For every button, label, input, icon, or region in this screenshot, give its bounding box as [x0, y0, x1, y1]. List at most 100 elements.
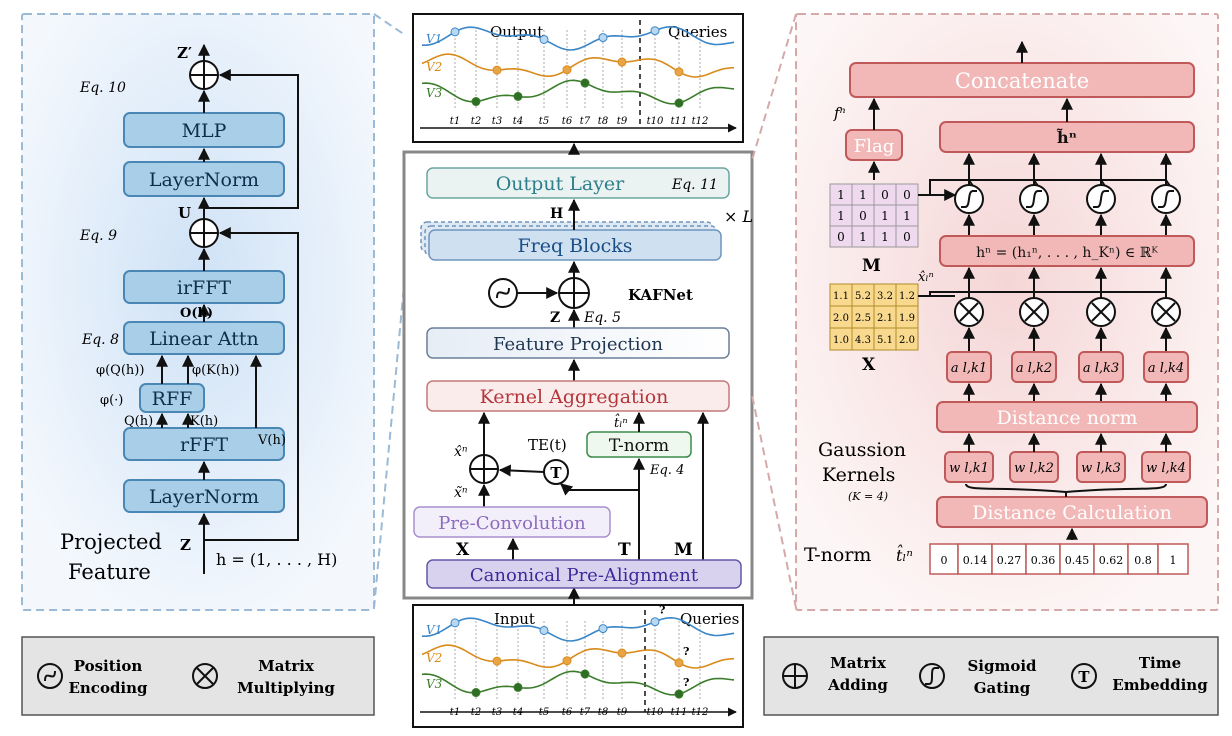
mask-value: 1: [837, 209, 845, 223]
svg-text:Freq Blocks: Freq Blocks: [517, 235, 632, 257]
a-weight-label: a l,k2: [1016, 361, 1052, 376]
rfft-block: rFFT: [123, 427, 285, 461]
series-label: V1: [426, 32, 442, 46]
time-tick-label: t11: [671, 116, 688, 127]
t-hat-mid-label: t̂ₗⁿ: [614, 413, 628, 431]
series-line: [422, 25, 735, 51]
time-tick-label: t10: [647, 707, 664, 718]
x-cell: [895, 327, 919, 351]
mask-value: 1: [903, 209, 911, 223]
legend-time-1: Time: [1139, 654, 1181, 672]
u-label: U: [178, 204, 191, 222]
a-weight-label: a l,k4: [1148, 361, 1184, 376]
series-point: [650, 26, 660, 36]
x-value: 1.2: [899, 291, 915, 302]
svg-text:Eq. 11: Eq. 11: [671, 177, 718, 193]
irfft-block: irFFT: [123, 270, 285, 304]
z-mid-label: Z: [550, 310, 560, 326]
concatenate-block: Concatenate: [849, 62, 1195, 98]
mask-value: 1: [859, 188, 867, 202]
legend-left: Position Encoding Matrix Multiplying: [21, 636, 375, 716]
time-tick-label: t4: [513, 116, 523, 127]
adder-mid-icon: [558, 277, 590, 309]
t-norm-value: 0.36: [1031, 554, 1056, 567]
t-norm-value: 0.62: [1099, 554, 1124, 567]
a-weight-box: [1011, 351, 1057, 383]
series-point: [492, 656, 502, 666]
kernel-aggregation-block: Kernel Aggregation: [426, 380, 730, 412]
layernorm-bottom-block: LayerNorm: [123, 479, 285, 513]
output-layer-block: Output Layer Eq. 11: [426, 167, 730, 199]
eq10-label: Eq. 10: [79, 80, 126, 96]
h-tilde-block: h̃ⁿ: [939, 121, 1195, 153]
series-point: [580, 669, 590, 679]
t-norm-block: T-norm: [586, 431, 692, 458]
svg-text:T: T: [1078, 668, 1090, 686]
mask-value: 1: [837, 188, 845, 202]
time-embedding-legend-icon: T: [1071, 663, 1097, 689]
time-tick-label: t3: [492, 707, 502, 718]
heads-label: h = (1, . . . , H): [216, 550, 337, 569]
x-value: 1.9: [899, 313, 915, 324]
pre-convolution-block: Pre-Convolution: [413, 506, 611, 538]
series-point: [450, 618, 460, 628]
svg-text:Concatenate: Concatenate: [955, 69, 1089, 93]
x-value: 2.1: [877, 313, 893, 324]
x-tilde-label: x̃ⁿ: [454, 485, 468, 501]
legend-add-2: Adding: [827, 676, 888, 694]
k-eq-label: (K = 4): [848, 490, 888, 503]
svg-text:× L: × L: [724, 207, 753, 226]
svg-text:h̃ⁿ: h̃ⁿ: [1057, 128, 1077, 147]
series-point: [598, 33, 608, 43]
x-mid-label: X: [456, 540, 470, 560]
time-tick-label: t9: [617, 116, 628, 127]
x-value: 5.2: [855, 291, 871, 302]
a-weight-box: [946, 351, 992, 383]
x-hat-label: x̂ⁿ: [454, 444, 468, 460]
series-point: [471, 688, 481, 698]
kafnet-label: KAFNet: [628, 286, 693, 304]
matrix-add-legend-icon: [782, 663, 808, 689]
gaussion-label-1: Gaussion: [818, 439, 906, 461]
time-embedding-icon: T: [543, 459, 569, 485]
a-weight-label: a l,k3: [1083, 361, 1119, 376]
time-tick-label: t2: [471, 707, 481, 718]
t-norm-cell: [1157, 543, 1189, 575]
svg-text:RFF: RFF: [152, 388, 193, 410]
series-point: [492, 65, 502, 75]
distance-norm-block: Distance norm: [936, 401, 1198, 433]
unknown-marker: ?: [659, 604, 665, 617]
series-point: [650, 617, 660, 627]
mask-cell: [895, 225, 919, 248]
mask-value: 0: [903, 230, 911, 244]
legend-multiply-1: Matrix: [258, 657, 315, 675]
mask-value: 0: [903, 188, 911, 202]
series-line: [422, 616, 735, 642]
t-norm-cell: [1127, 543, 1159, 575]
x-value: 3.2: [877, 291, 893, 302]
x-value: 2.5: [855, 313, 871, 324]
x-value: 2.0: [833, 313, 849, 324]
v-h-label: V(h): [257, 433, 286, 448]
distance-calculation-block: Distance Calculation: [936, 496, 1208, 528]
t-norm-value: 0.45: [1065, 554, 1090, 567]
time-tick-label: t1: [450, 116, 460, 127]
feature-projection-block: Feature Projection: [426, 327, 730, 359]
w-weight-label: w l,k2: [1014, 461, 1054, 476]
sigmoid-gates: [918, 152, 1181, 236]
flag-block: Flag: [845, 129, 903, 161]
o-h-label: O(h): [180, 306, 213, 321]
f-n-label: fⁿ: [833, 104, 846, 122]
time-tick-label: t5: [539, 707, 549, 718]
layernorm-top-block: LayerNorm: [123, 161, 285, 197]
series-label: V1: [426, 623, 442, 637]
time-tick-label: t12: [692, 116, 709, 127]
svg-text:T-norm: T-norm: [609, 436, 669, 456]
eq9-label: Eq. 9: [79, 228, 117, 244]
